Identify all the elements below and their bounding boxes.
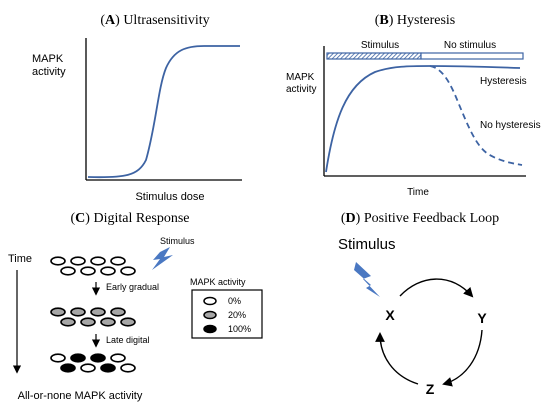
panel-a: (A) Ultrasensitivity MAPK activity Stimu… xyxy=(32,13,242,203)
no-stimulus-label: No stimulus xyxy=(444,40,496,51)
panel-c-caption: All-or-none MAPK activity xyxy=(18,390,143,402)
arrow-z-to-x xyxy=(375,332,419,385)
cell-ellipse xyxy=(90,307,106,317)
early-gradual-label: Early gradual xyxy=(106,282,159,292)
no-hysteresis-curve xyxy=(429,65,523,166)
cell-ellipse xyxy=(60,266,76,276)
stimulus-label: Stimulus xyxy=(361,40,399,51)
panel-b-title: (B) Hysteresis xyxy=(375,13,456,28)
panel-b-ylabel-2: activity xyxy=(286,84,317,95)
node-y: Y xyxy=(477,310,487,326)
legend-title: MAPK activity xyxy=(190,277,246,287)
cell-ellipse xyxy=(60,317,76,327)
cell-ellipse xyxy=(50,353,66,363)
no-stimulus-bar xyxy=(420,52,524,60)
cell-ellipse xyxy=(100,363,116,373)
panel-c: (C) Digital Response Time Stimulus Early… xyxy=(8,211,263,402)
panel-b: (B) Hysteresis Stimulus No stimulus MAPK… xyxy=(286,13,541,198)
cell-ellipse xyxy=(110,307,126,317)
cell-ellipse xyxy=(90,256,106,266)
cell-ellipse xyxy=(80,363,96,373)
panel-b-ylabel-1: MAPK xyxy=(286,72,315,83)
panel-a-ylabel-1: MAPK xyxy=(32,53,64,65)
no-hysteresis-label: No hysteresis xyxy=(480,120,541,131)
cell-ellipse xyxy=(70,307,86,317)
cell-ellipse xyxy=(120,317,136,327)
cell-ellipse xyxy=(100,317,116,327)
cell-ellipse xyxy=(120,266,136,276)
ultrasensitivity-curve xyxy=(87,45,240,179)
cell-grid xyxy=(50,256,136,373)
panel-d: (D) Positive Feedback Loop Stimulus X Y … xyxy=(338,211,499,397)
panel-d-stimulus-label: Stimulus xyxy=(338,236,396,253)
cell-ellipse xyxy=(100,266,116,276)
cell-ellipse xyxy=(50,256,66,266)
cell-ellipse xyxy=(70,256,86,266)
panel-d-title: (D) Positive Feedback Loop xyxy=(341,211,499,226)
legend-label: 20% xyxy=(228,310,246,320)
legend-box xyxy=(191,289,263,339)
node-z: Z xyxy=(426,381,435,397)
panel-c-title: (C) Digital Response xyxy=(70,211,189,226)
panel-a-title: (A) Ultrasensitivity xyxy=(100,13,209,28)
cell-ellipse xyxy=(110,256,126,266)
legend-label: 0% xyxy=(228,296,241,306)
arrow-y-to-z xyxy=(442,329,483,387)
hysteresis-label: Hysteresis xyxy=(480,76,527,87)
cell-ellipse xyxy=(70,353,86,363)
panel-a-xlabel: Stimulus dose xyxy=(135,191,204,203)
legend-swatch xyxy=(203,324,217,334)
panel-b-xlabel: Time xyxy=(407,187,429,198)
legend-swatch xyxy=(203,310,217,320)
late-digital-label: Late digital xyxy=(106,335,150,345)
cell-ellipse xyxy=(120,363,136,373)
cell-ellipse xyxy=(60,363,76,373)
stimulus-bar xyxy=(326,52,422,60)
panel-d-lightning-icon xyxy=(354,262,380,297)
panel-a-ylabel-2: activity xyxy=(32,66,66,78)
panel-c-lightning-icon xyxy=(152,247,173,270)
legend-label: 100% xyxy=(228,324,251,334)
legend-items: 0% 20% 100% xyxy=(203,296,251,334)
cell-ellipse xyxy=(80,317,96,327)
legend-swatch xyxy=(203,296,217,306)
panel-c-stimulus-label: Stimulus xyxy=(160,236,195,246)
hysteresis-curve xyxy=(325,65,521,173)
cell-ellipse xyxy=(50,307,66,317)
cell-ellipse xyxy=(110,353,126,363)
cell-ellipse xyxy=(90,353,106,363)
node-x: X xyxy=(385,307,395,323)
arrow-x-to-y xyxy=(399,278,474,298)
time-label: Time xyxy=(8,253,32,265)
cell-ellipse xyxy=(80,266,96,276)
